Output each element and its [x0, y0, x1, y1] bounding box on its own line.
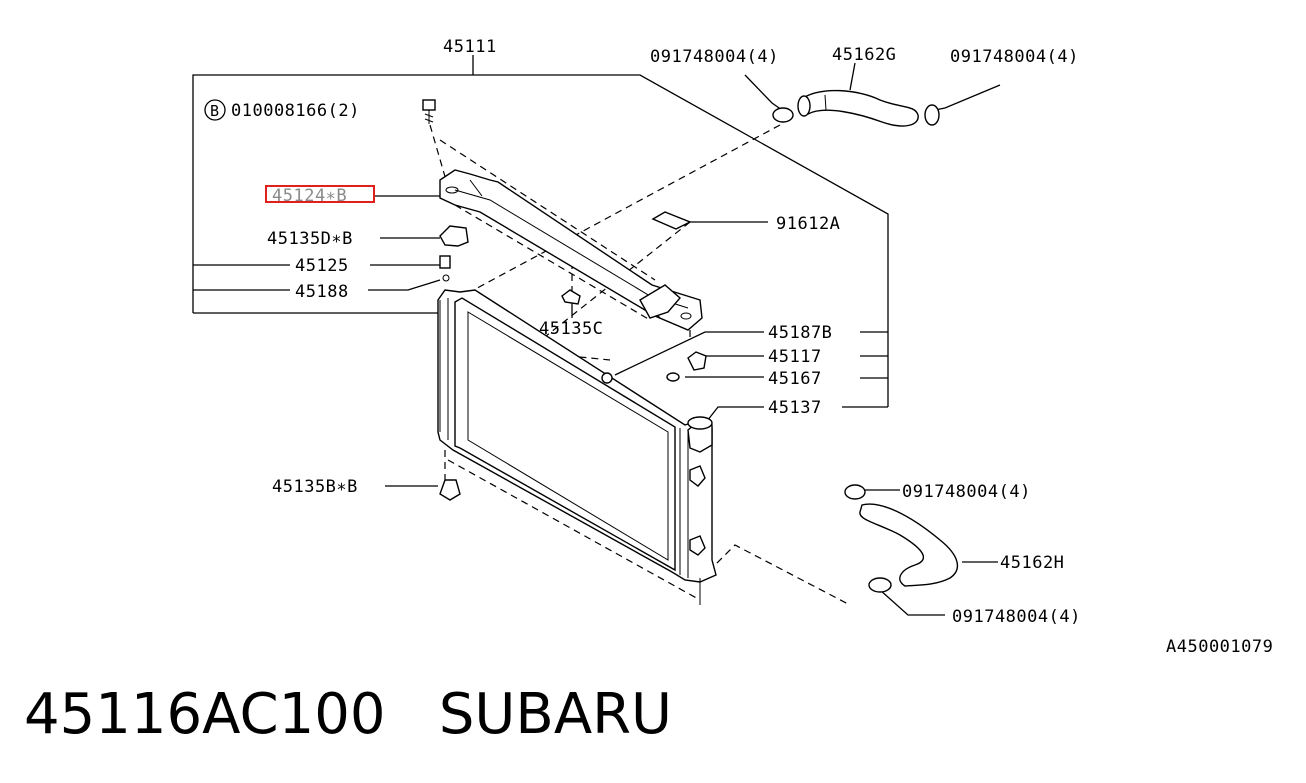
- bottom-hose: [844, 484, 959, 593]
- label-clamp-bottom-top: 091748004(4): [902, 482, 1031, 502]
- footer-spacer: [385, 682, 438, 747]
- part-labels: 45111 B 010008166(2) 45124∗B 45135D∗B 45…: [204, 37, 1273, 657]
- label-clamp-top-right: 091748004(4): [950, 47, 1079, 67]
- label-91612a: 91612A: [776, 214, 840, 234]
- label-clamp-top-left: 091748004(4): [650, 47, 779, 67]
- label-45188: 45188: [295, 282, 349, 302]
- figure-code: A450001079: [1166, 637, 1273, 657]
- label-010008166: 010008166(2): [231, 101, 360, 121]
- footer-brand: SUBARU: [438, 682, 673, 747]
- circle-b-icon: [204, 99, 226, 121]
- label-clamp-bottom-bottom: 091748004(4): [952, 607, 1081, 627]
- upper-bracket: [439, 169, 703, 331]
- highlight-box: [265, 185, 375, 203]
- label-45162h: 45162H: [1000, 553, 1064, 573]
- label-plate: [651, 211, 692, 230]
- label-45162g: 45162G: [832, 45, 896, 65]
- label-45187b: 45187B: [768, 323, 832, 343]
- radiator: [437, 289, 717, 605]
- drain-fittings: [666, 351, 707, 382]
- label-45125: 45125: [295, 256, 349, 276]
- small-parts-left: [439, 225, 469, 501]
- footer-part-number: 45116AC100: [24, 682, 386, 747]
- label-45135c: 45135C: [539, 319, 603, 339]
- footer-caption: 45116AC100 SUBARU: [24, 682, 672, 747]
- bolt: [422, 99, 436, 124]
- top-hose: [772, 89, 940, 127]
- label-45111: 45111: [443, 37, 497, 57]
- callout-frame: [192, 55, 889, 407]
- circle-b-letter: B: [210, 102, 220, 120]
- label-45135d: 45135D∗B: [267, 229, 353, 249]
- label-45135b: 45135B∗B: [272, 477, 358, 497]
- clip-45135c: [561, 289, 581, 305]
- label-45137: 45137: [768, 398, 822, 418]
- label-45117: 45117: [768, 347, 822, 367]
- label-45124: 45124∗B: [272, 186, 347, 206]
- label-45167: 45167: [768, 369, 822, 389]
